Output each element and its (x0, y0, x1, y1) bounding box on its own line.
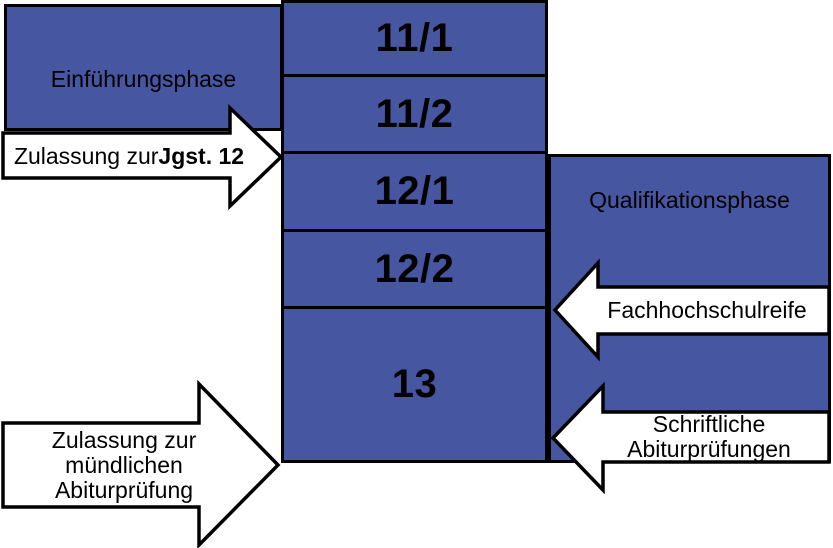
grade-column: 11/1 11/2 12/1 12/2 13 (281, 0, 548, 463)
grade-box-11-1: 11/1 (284, 3, 545, 77)
schriftliche-abitur-arrow-left-icon (550, 381, 831, 495)
grade-label-12-2: 12/2 (374, 246, 455, 291)
zulassung-jgst12-text-bold: Jgst. 12 (158, 142, 245, 169)
grade-box-12-2: 12/2 (284, 232, 545, 309)
zulassung-muendlich-line2: mündlichen (65, 452, 183, 478)
grade-label-12-1: 12/1 (374, 169, 455, 213)
fachhochschulreife-text: Fachhochschulreife (607, 297, 807, 323)
zulassung-muendlich-arrow-right-icon (1, 379, 281, 548)
grade-box-12-1: 12/1 (284, 154, 545, 232)
fachhochschulreife-caption: Fachhochschulreife (598, 287, 816, 334)
fachhochschulreife-arrow-left-icon (552, 258, 831, 362)
zulassung-jgst12-arrow-right-icon (1, 103, 284, 211)
grade-box-13: 13 (284, 309, 545, 460)
einfuehrungsphase-label: Einführungsphase (50, 65, 237, 92)
zulassung-muendlich-caption: Zulassung zur mündlichen Abiturprüfung (4, 428, 244, 503)
zulassung-jgst12-text: Zulassung zur (13, 142, 159, 169)
grade-box-11-2: 11/2 (284, 77, 545, 154)
schriftliche-abitur-line2: Abiturprüfungen (627, 436, 791, 462)
schriftliche-abitur-caption: Schriftliche Abiturprüfungen (600, 412, 818, 462)
zulassung-muendlich-line1: Zulassung zur (51, 427, 197, 453)
zulassung-jgst12-caption: Zulassung zur Jgst. 12 (6, 134, 252, 178)
grade-label-11-1: 11/1 (375, 16, 454, 60)
einfuehrungsphase-box: Einführungsphase (4, 4, 283, 131)
grade-label-13: 13 (391, 362, 438, 406)
zulassung-muendlich-line3: Abiturprüfung (54, 477, 194, 503)
grade-label-11-2: 11/2 (375, 91, 454, 136)
qualifikationsphase-label: Qualifikationsphase (589, 187, 790, 213)
schriftliche-abitur-line1: Schriftliche (652, 411, 766, 437)
